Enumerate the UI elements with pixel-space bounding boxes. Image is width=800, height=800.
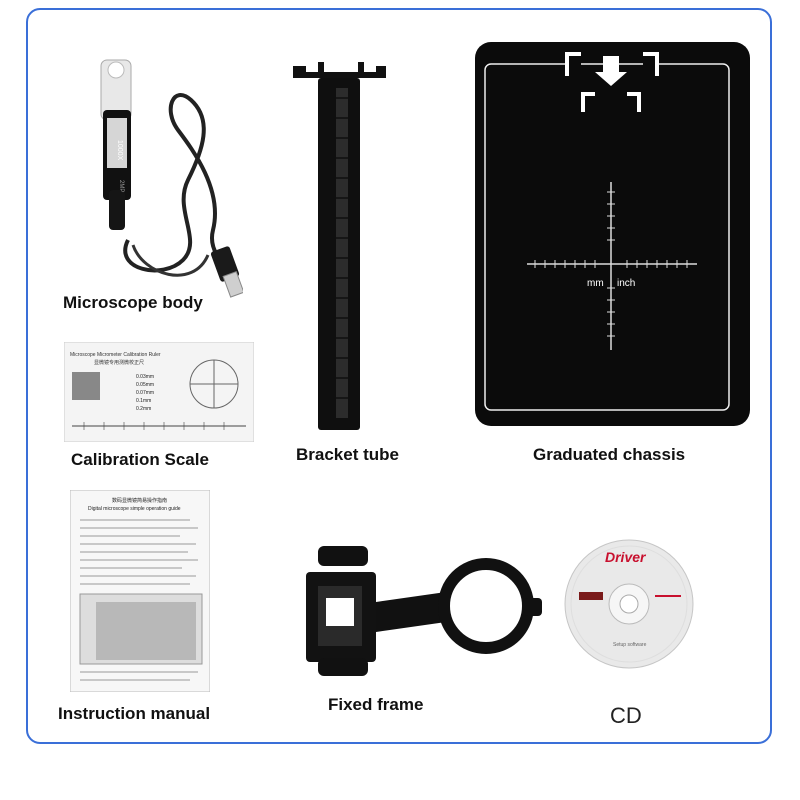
cd-label: CD: [610, 703, 642, 728]
manual-title-en: Digital microscope simple operation guid…: [88, 506, 181, 512]
instruction-manual-image: 数码显微镜简易操作指南 Digital microscope simple op…: [69, 489, 211, 693]
calibration-value-3: 0.07mm: [136, 390, 154, 396]
fixed-frame-image: [296, 542, 546, 682]
fixed-frame-label: Fixed frame: [328, 695, 424, 714]
bracket-tube-label: Bracket tube: [296, 445, 399, 464]
cd-brand-text: Driver: [605, 549, 647, 565]
microscope-band-text: 2MP: [118, 180, 124, 192]
calibration-value-2: 0.05mm: [136, 382, 154, 388]
calibration-value-5: 0.2mm: [136, 406, 151, 412]
calibration-value-1: 0.03mm: [136, 374, 154, 380]
calibration-scale-image: Microscope Micrometer Calibration Ruler …: [63, 341, 255, 443]
microscope-model-text: 1000X: [116, 140, 123, 161]
graduated-chassis-image: mm inch: [475, 42, 750, 426]
instruction-manual-label: Instruction manual: [58, 704, 211, 723]
calibration-scale-label: Calibration Scale: [71, 450, 209, 469]
manual-title-cn: 数码显微镜简易操作指南: [112, 497, 167, 504]
cd-subtitle-text: Setup software: [613, 642, 647, 648]
microscope-body-label: Microscope body: [63, 293, 203, 312]
microscope-body-image: 1000X 2MP: [73, 40, 245, 300]
graduated-chassis-label: Graduated chassis: [533, 445, 686, 464]
chassis-inch-text: inch: [617, 278, 635, 289]
cd-image: Driver Setup software: [563, 538, 695, 670]
calibration-value-4: 0.1mm: [136, 398, 151, 404]
bracket-tube-image: [288, 58, 388, 438]
chassis-mm-text: mm: [587, 278, 604, 289]
calibration-title-en: Microscope Micrometer Calibration Ruler: [70, 352, 161, 358]
calibration-title-cn: 显微镜专用测微校正尺: [94, 359, 144, 366]
package-contents-frame: 1000X 2MP Microscope body Bracket tube: [26, 8, 772, 744]
